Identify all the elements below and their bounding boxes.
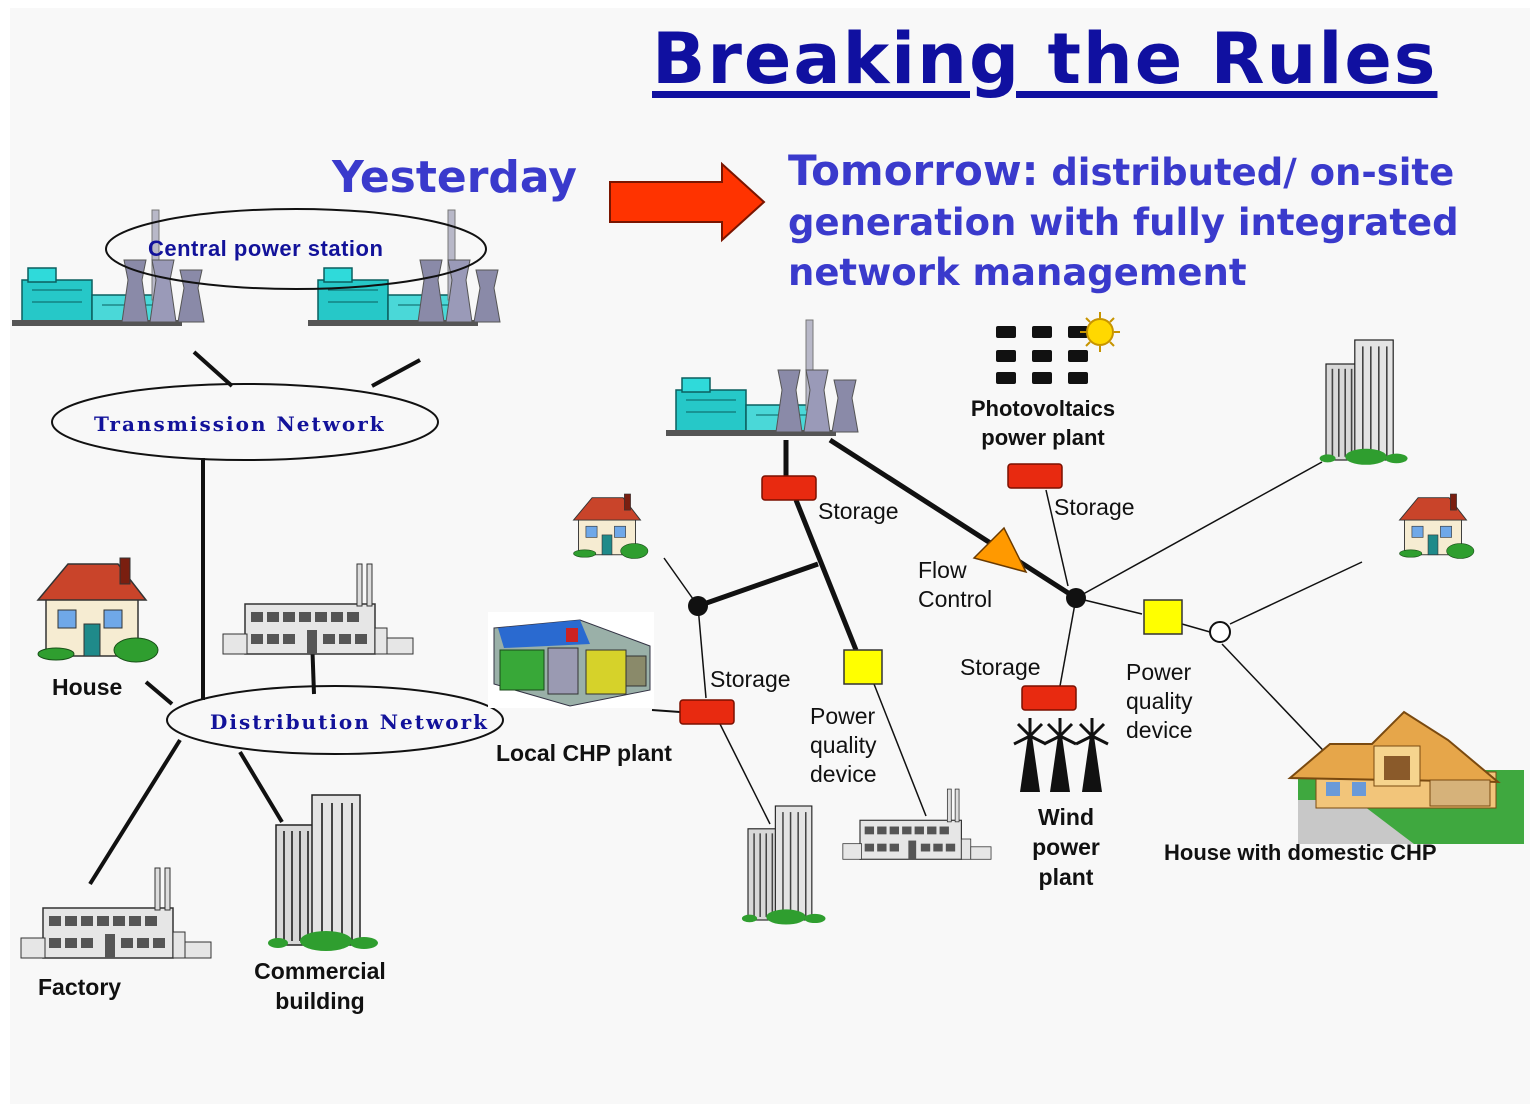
photovoltaics-icon — [996, 312, 1120, 384]
factory-right — [842, 788, 992, 860]
photovoltaics-label: Photovoltaics power plant — [970, 396, 1116, 450]
left-power-station-2 — [307, 209, 501, 327]
storage-label-4: Storage — [960, 654, 1041, 680]
tower-right-top — [1318, 339, 1409, 466]
junction-node-1 — [688, 596, 708, 616]
flow-control-device — [972, 526, 1028, 574]
house-domestic-chp-image — [1287, 710, 1524, 844]
tomorrow-line2: generation with fully integrated — [788, 201, 1459, 244]
wind-power-plant-label: Wind power plant — [1032, 804, 1100, 890]
flow-control-label: Flow Control — [918, 557, 993, 612]
power-quality-device-1 — [843, 649, 883, 685]
power-quality-label-2: Power quality device — [1126, 659, 1193, 743]
house-right-2 — [1399, 493, 1475, 559]
storage-device-4 — [1021, 685, 1077, 711]
transmission-network-ellipse — [51, 383, 439, 461]
left-power-station-1 — [11, 209, 205, 327]
commercial-building-label: Commercial building — [254, 958, 386, 1014]
local-chp-plant-label: Local CHP plant — [496, 740, 672, 766]
storage-device-1 — [761, 475, 817, 501]
storage-device-2 — [1007, 463, 1063, 489]
tomorrow-text: Tomorrow: distributed/ on-site generatio… — [788, 146, 1508, 298]
storage-label-3: Storage — [710, 666, 791, 692]
yesterday-to-tomorrow-arrow — [609, 161, 766, 243]
wind-turbines-icon — [1012, 716, 1110, 794]
tomorrow-lead: Tomorrow: — [788, 146, 1039, 195]
commercial-building-left — [267, 794, 379, 952]
house-domestic-chp-label: House with domestic CHP — [1164, 840, 1437, 865]
distribution-network-label: Distribution Network — [210, 710, 489, 734]
house-left — [37, 557, 159, 663]
local-chp-plant-image — [488, 612, 654, 708]
house-label: House — [52, 674, 123, 700]
power-plant-right — [665, 319, 859, 437]
storage-label-2: Storage — [1054, 494, 1135, 520]
junction-node-open — [1209, 621, 1231, 643]
distribution-network-ellipse — [166, 685, 504, 755]
yesterday-label: Yesterday — [332, 152, 577, 203]
central-power-station-label: Central power station — [148, 236, 384, 261]
power-quality-device-2 — [1143, 599, 1183, 635]
transmission-network-label: Transmission Network — [94, 412, 386, 436]
factory-left — [20, 867, 212, 959]
tomorrow-line1: distributed/ on-site — [1051, 151, 1455, 194]
page-title: Breaking the Rules — [652, 18, 1438, 100]
factory-mid — [222, 563, 414, 655]
junction-node-2 — [1066, 588, 1086, 608]
storage-device-3 — [679, 699, 735, 725]
central-power-station-ellipse — [105, 208, 487, 290]
power-quality-label-1: Power quality device — [810, 703, 877, 787]
factory-label: Factory — [38, 974, 122, 1000]
tower-right-bottom — [741, 805, 827, 926]
storage-label-1: Storage — [818, 498, 899, 524]
tomorrow-line3: network management — [788, 251, 1247, 294]
house-right-1 — [573, 493, 649, 559]
